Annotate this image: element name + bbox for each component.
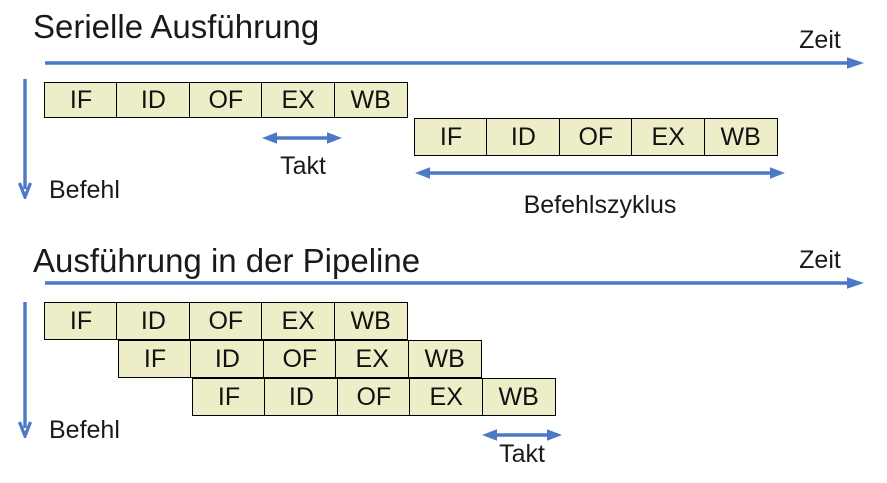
stage-cell: WB xyxy=(703,118,778,156)
stage-cell: WB xyxy=(407,340,482,378)
stage-cell: ID xyxy=(116,302,191,340)
stage-cell: OF xyxy=(188,82,263,118)
stage-cell: EX xyxy=(261,82,336,118)
pipeline-clock-span-arrow-icon xyxy=(482,429,562,441)
pipeline-clock-label: Takt xyxy=(499,440,545,468)
stage-cell: IF xyxy=(44,82,118,118)
serial-instruction-axis-arrow-icon xyxy=(18,79,32,199)
serial-clock-label: Takt xyxy=(280,152,326,180)
stage-cell: OF xyxy=(188,302,263,340)
pipeline-instruction-3-row: IF ID OF EX WB xyxy=(192,378,556,416)
serial-time-axis-label: Zeit xyxy=(799,26,841,54)
instruction-cycle-span-arrow-icon xyxy=(415,167,785,179)
pipeline-section-title: Ausführung in der Pipeline xyxy=(33,242,421,279)
stage-cell: ID xyxy=(486,118,561,156)
stage-cell: WB xyxy=(333,302,408,340)
pipeline-time-axis-arrow-icon xyxy=(45,277,864,289)
stage-cell: IF xyxy=(192,378,266,416)
stage-cell: IF xyxy=(44,302,118,340)
pipeline-instruction-axis-label: Befehl xyxy=(49,416,120,444)
pipeline-instruction-2-row: IF ID OF EX WB xyxy=(118,340,482,378)
stage-cell: ID xyxy=(190,340,265,378)
stage-cell: OF xyxy=(262,340,337,378)
stage-cell: WB xyxy=(481,378,556,416)
pipeline-instruction-axis-arrow-icon xyxy=(18,302,32,438)
stage-cell: IF xyxy=(118,340,192,378)
stage-cell: EX xyxy=(409,378,484,416)
stage-cell: ID xyxy=(116,82,191,118)
stage-cell: WB xyxy=(333,82,408,118)
pipeline-time-axis-label: Zeit xyxy=(799,246,841,274)
stage-cell: EX xyxy=(335,340,410,378)
serial-time-axis-arrow-icon xyxy=(45,57,864,69)
stage-cell: EX xyxy=(261,302,336,340)
stage-cell: IF xyxy=(414,118,488,156)
stage-cell: EX xyxy=(631,118,706,156)
instruction-cycle-label: Befehlszyklus xyxy=(523,191,677,219)
stage-cell: ID xyxy=(264,378,339,416)
serial-instruction-axis-label: Befehl xyxy=(49,176,120,204)
serial-section-title: Serielle Ausführung xyxy=(33,8,320,45)
serial-clock-span-arrow-icon xyxy=(262,132,342,144)
serial-instruction-2-row: IF ID OF EX WB xyxy=(414,118,778,156)
serial-instruction-1-row: IF ID OF EX WB xyxy=(44,82,408,118)
pipeline-instruction-1-row: IF ID OF EX WB xyxy=(44,302,408,340)
stage-cell: OF xyxy=(336,378,411,416)
stage-cell: OF xyxy=(558,118,633,156)
